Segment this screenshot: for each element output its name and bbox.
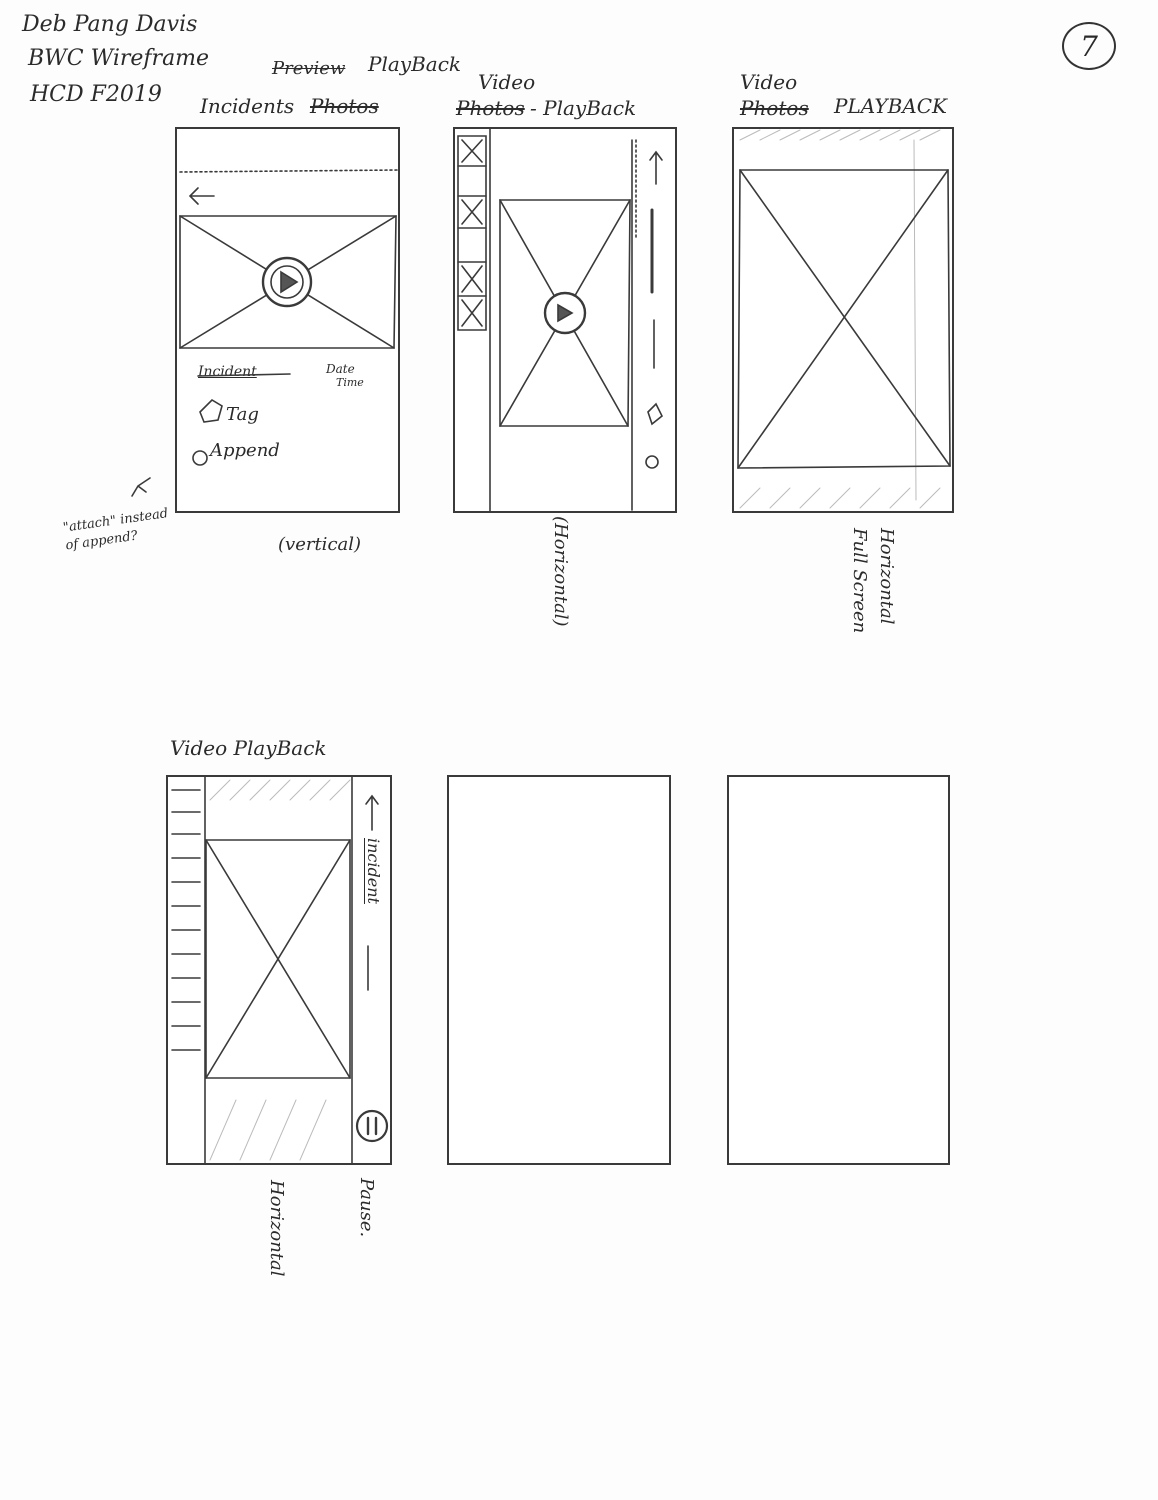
frame4-pause-label: Pause.	[356, 1178, 377, 1238]
frame2-title-rest: - PlayBack	[530, 96, 637, 120]
frame1-title-playback: PlayBack	[368, 52, 462, 76]
frame1-title-main: Incidents	[200, 94, 295, 118]
wireframe-blank-1	[447, 775, 671, 1165]
frame1-tag-label: Tag	[226, 404, 259, 425]
frame1-time-field: Time	[336, 376, 364, 389]
tag-icon	[199, 398, 223, 423]
page-number-badge: 7	[1062, 22, 1116, 70]
thumbnail-strip	[457, 135, 487, 331]
back-arrow-icon-3	[365, 794, 379, 831]
frame1-title-struck: Photos	[310, 94, 379, 118]
frame3-title-struck: Photos	[740, 96, 809, 120]
frame3-title-video: Video	[740, 70, 798, 94]
back-arrow-icon-2	[649, 150, 663, 185]
append-icon-2	[645, 455, 659, 469]
play-button-icon	[261, 256, 313, 308]
play-button-icon-2	[543, 291, 587, 335]
tag-icon-2	[647, 402, 664, 426]
frame1-caption: (vertical)	[278, 534, 362, 555]
thumbnail-lines-strip	[171, 789, 201, 1051]
frame2-caption: (Horizontal)	[550, 516, 571, 627]
frame3-caption: Horizontal Full Screen	[849, 528, 897, 634]
pause-button-icon	[355, 1109, 389, 1143]
back-arrow-icon	[188, 187, 215, 205]
author-name: Deb Pang Davis	[22, 12, 198, 37]
frame2-title-struck: Photos	[456, 96, 525, 120]
frame1-title-struck-prefix: Preview	[272, 58, 346, 79]
frame4-incident-label: incident	[364, 838, 383, 904]
wireframe-blank-2	[727, 775, 950, 1165]
course-label: HCD F2019	[30, 82, 162, 107]
frame3-title-rest: PLAYBACK	[834, 94, 947, 118]
wireframe-incident-vertical	[175, 127, 400, 513]
project-name: BWC Wireframe	[28, 46, 210, 71]
append-icon	[192, 450, 208, 466]
frame4-title: Video PlayBack	[170, 736, 327, 760]
frame1-append-label: Append	[210, 440, 280, 461]
frame1-date-field: Date	[326, 362, 355, 376]
frame4-caption: Horizontal	[266, 1180, 287, 1277]
frame2-title-video: Video	[478, 70, 536, 94]
